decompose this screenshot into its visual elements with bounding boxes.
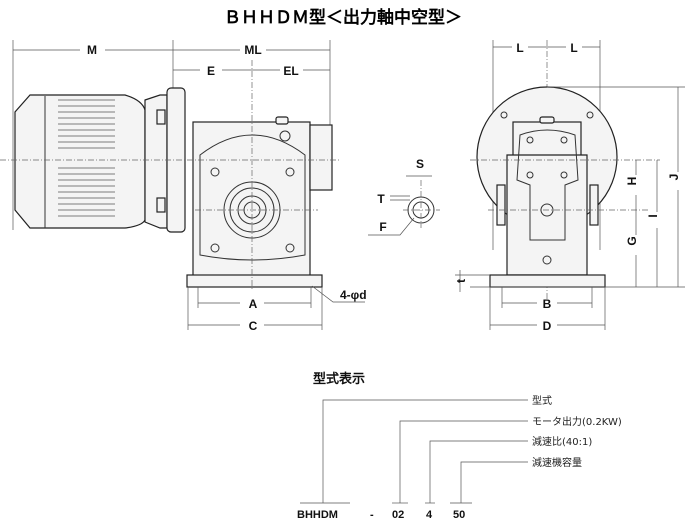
dim-S: S xyxy=(416,157,424,171)
gearbox-base xyxy=(186,274,323,288)
dim-B: B xyxy=(543,297,552,311)
code-size: 50 xyxy=(453,509,465,521)
dim-L-left: L xyxy=(516,41,523,55)
legend-reduction-ratio: 減速比(40:1) xyxy=(532,435,592,448)
dim-F: F xyxy=(379,220,386,234)
dim-EL: EL xyxy=(283,64,298,78)
dim-L-right: L xyxy=(570,41,577,55)
dim-J: J xyxy=(667,174,681,181)
dim-G: G xyxy=(625,236,639,245)
dim-E: E xyxy=(207,64,215,78)
legend-motor-output: モータ出力(0.2KW) xyxy=(532,415,622,428)
dim-hole: 4-φd xyxy=(340,288,367,302)
code-ratio: 4 xyxy=(426,509,433,521)
dim-A: A xyxy=(249,297,258,311)
designation-heading: 型式表示 xyxy=(313,371,365,387)
code-series: BHHDM xyxy=(297,509,338,521)
dim-I: I xyxy=(646,214,660,217)
front-base xyxy=(489,274,606,288)
motor-body xyxy=(14,94,146,229)
dim-T: T xyxy=(377,192,385,206)
dim-D: D xyxy=(543,319,552,333)
front-view: L L t H G I J B D xyxy=(454,40,685,333)
dim-ML: ML xyxy=(244,43,261,57)
dim-C: C xyxy=(249,319,258,333)
legend-reducer-capacity: 減速機容量 xyxy=(532,456,582,469)
side-view: M ML E EL xyxy=(0,40,367,333)
legend-type: 型式 xyxy=(532,394,552,407)
drawing-title: ＢＨＨＤＭ型＜出力軸中空型＞ xyxy=(224,7,462,28)
dim-M: M xyxy=(87,43,97,57)
gearbox-housing xyxy=(192,121,311,281)
shaft-detail: S T F xyxy=(368,157,440,236)
dim-H: H xyxy=(625,177,639,186)
code-dash: - xyxy=(370,509,374,521)
code-motor: 02 xyxy=(392,509,404,521)
dim-t: t xyxy=(454,279,468,283)
model-designation: 型式表示 型式 モータ出力(0.2KW) 減速比(40:1) 減速機容量 BHH… xyxy=(297,371,622,521)
